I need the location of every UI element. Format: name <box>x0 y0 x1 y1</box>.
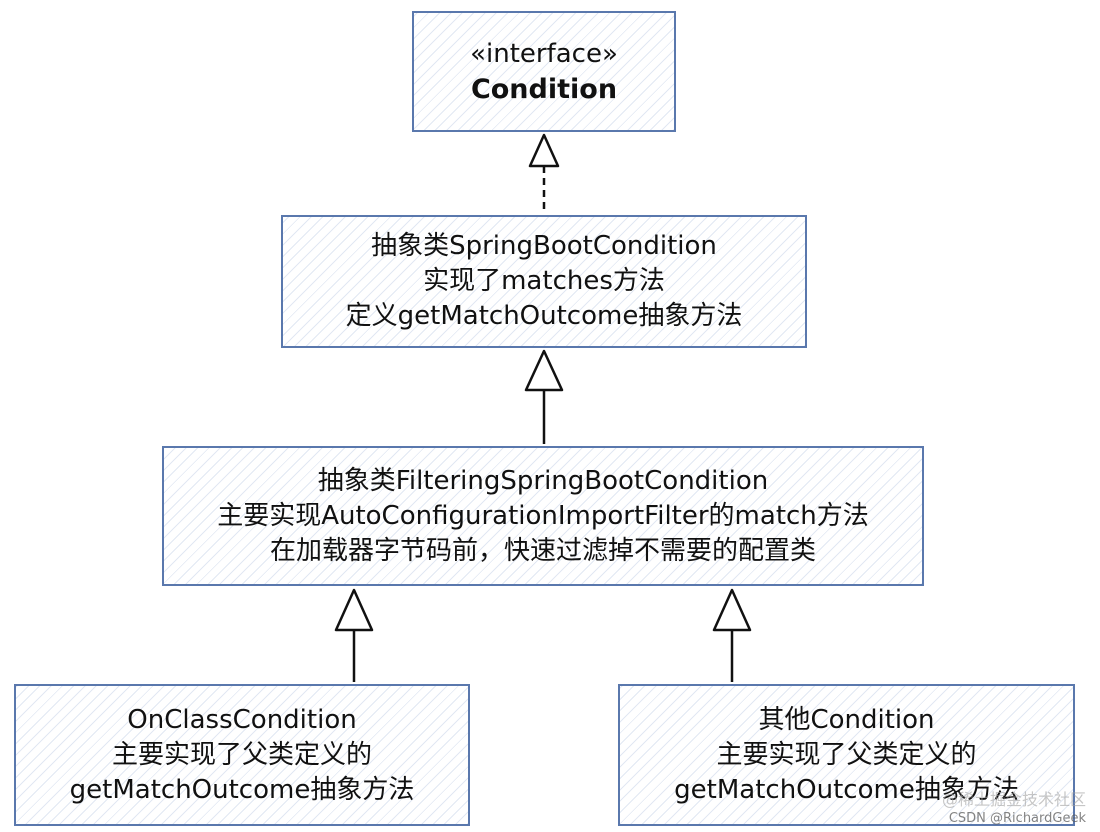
watermark-csdn: CSDN @RichardGeek <box>948 811 1086 826</box>
other-condition-box: 其他Condition 主要实现了父类定义的 getMatchOutcome抽象… <box>618 684 1075 826</box>
filtering-condition-title: 抽象类FilteringSpringBootCondition <box>317 465 769 496</box>
other-condition-desc-2: getMatchOutcome抽象方法 <box>674 774 1019 805</box>
on-class-condition-desc-2: getMatchOutcome抽象方法 <box>69 774 415 805</box>
condition-stereotype: «interface» <box>470 38 618 69</box>
filtering-condition-desc-2: 在加载器字节码前，快速过滤掉不需要的配置类 <box>269 535 816 566</box>
inheritance-arrow-other <box>712 588 752 682</box>
spring-boot-condition-desc-1: 实现了matches方法 <box>423 266 665 296</box>
realization-arrow <box>528 133 560 213</box>
other-condition-title: 其他Condition <box>758 704 935 735</box>
inheritance-arrow-filtering <box>524 349 564 444</box>
spring-boot-condition-title: 抽象类SpringBootCondition <box>371 231 717 261</box>
inheritance-arrow-onclass <box>334 588 374 682</box>
on-class-condition-title: OnClassCondition <box>127 704 357 735</box>
condition-name: Condition <box>470 73 618 105</box>
on-class-condition-box: OnClassCondition 主要实现了父类定义的 getMatchOutc… <box>14 684 470 826</box>
filtering-condition-desc-1: 主要实现AutoConfigurationImportFilter的match方… <box>217 500 869 531</box>
filtering-spring-boot-condition-box: 抽象类FilteringSpringBootCondition 主要实现Auto… <box>162 446 924 586</box>
watermark-juejin: @稀土掘金技术社区 <box>941 790 1086 809</box>
spring-boot-condition-box: 抽象类SpringBootCondition 实现了matches方法 定义ge… <box>281 215 807 348</box>
condition-interface-box: «interface» Condition <box>412 11 676 132</box>
other-condition-desc-1: 主要实现了父类定义的 <box>716 739 977 770</box>
on-class-condition-desc-1: 主要实现了父类定义的 <box>111 739 372 770</box>
spring-boot-condition-desc-2: 定义getMatchOutcome抽象方法 <box>345 301 743 331</box>
